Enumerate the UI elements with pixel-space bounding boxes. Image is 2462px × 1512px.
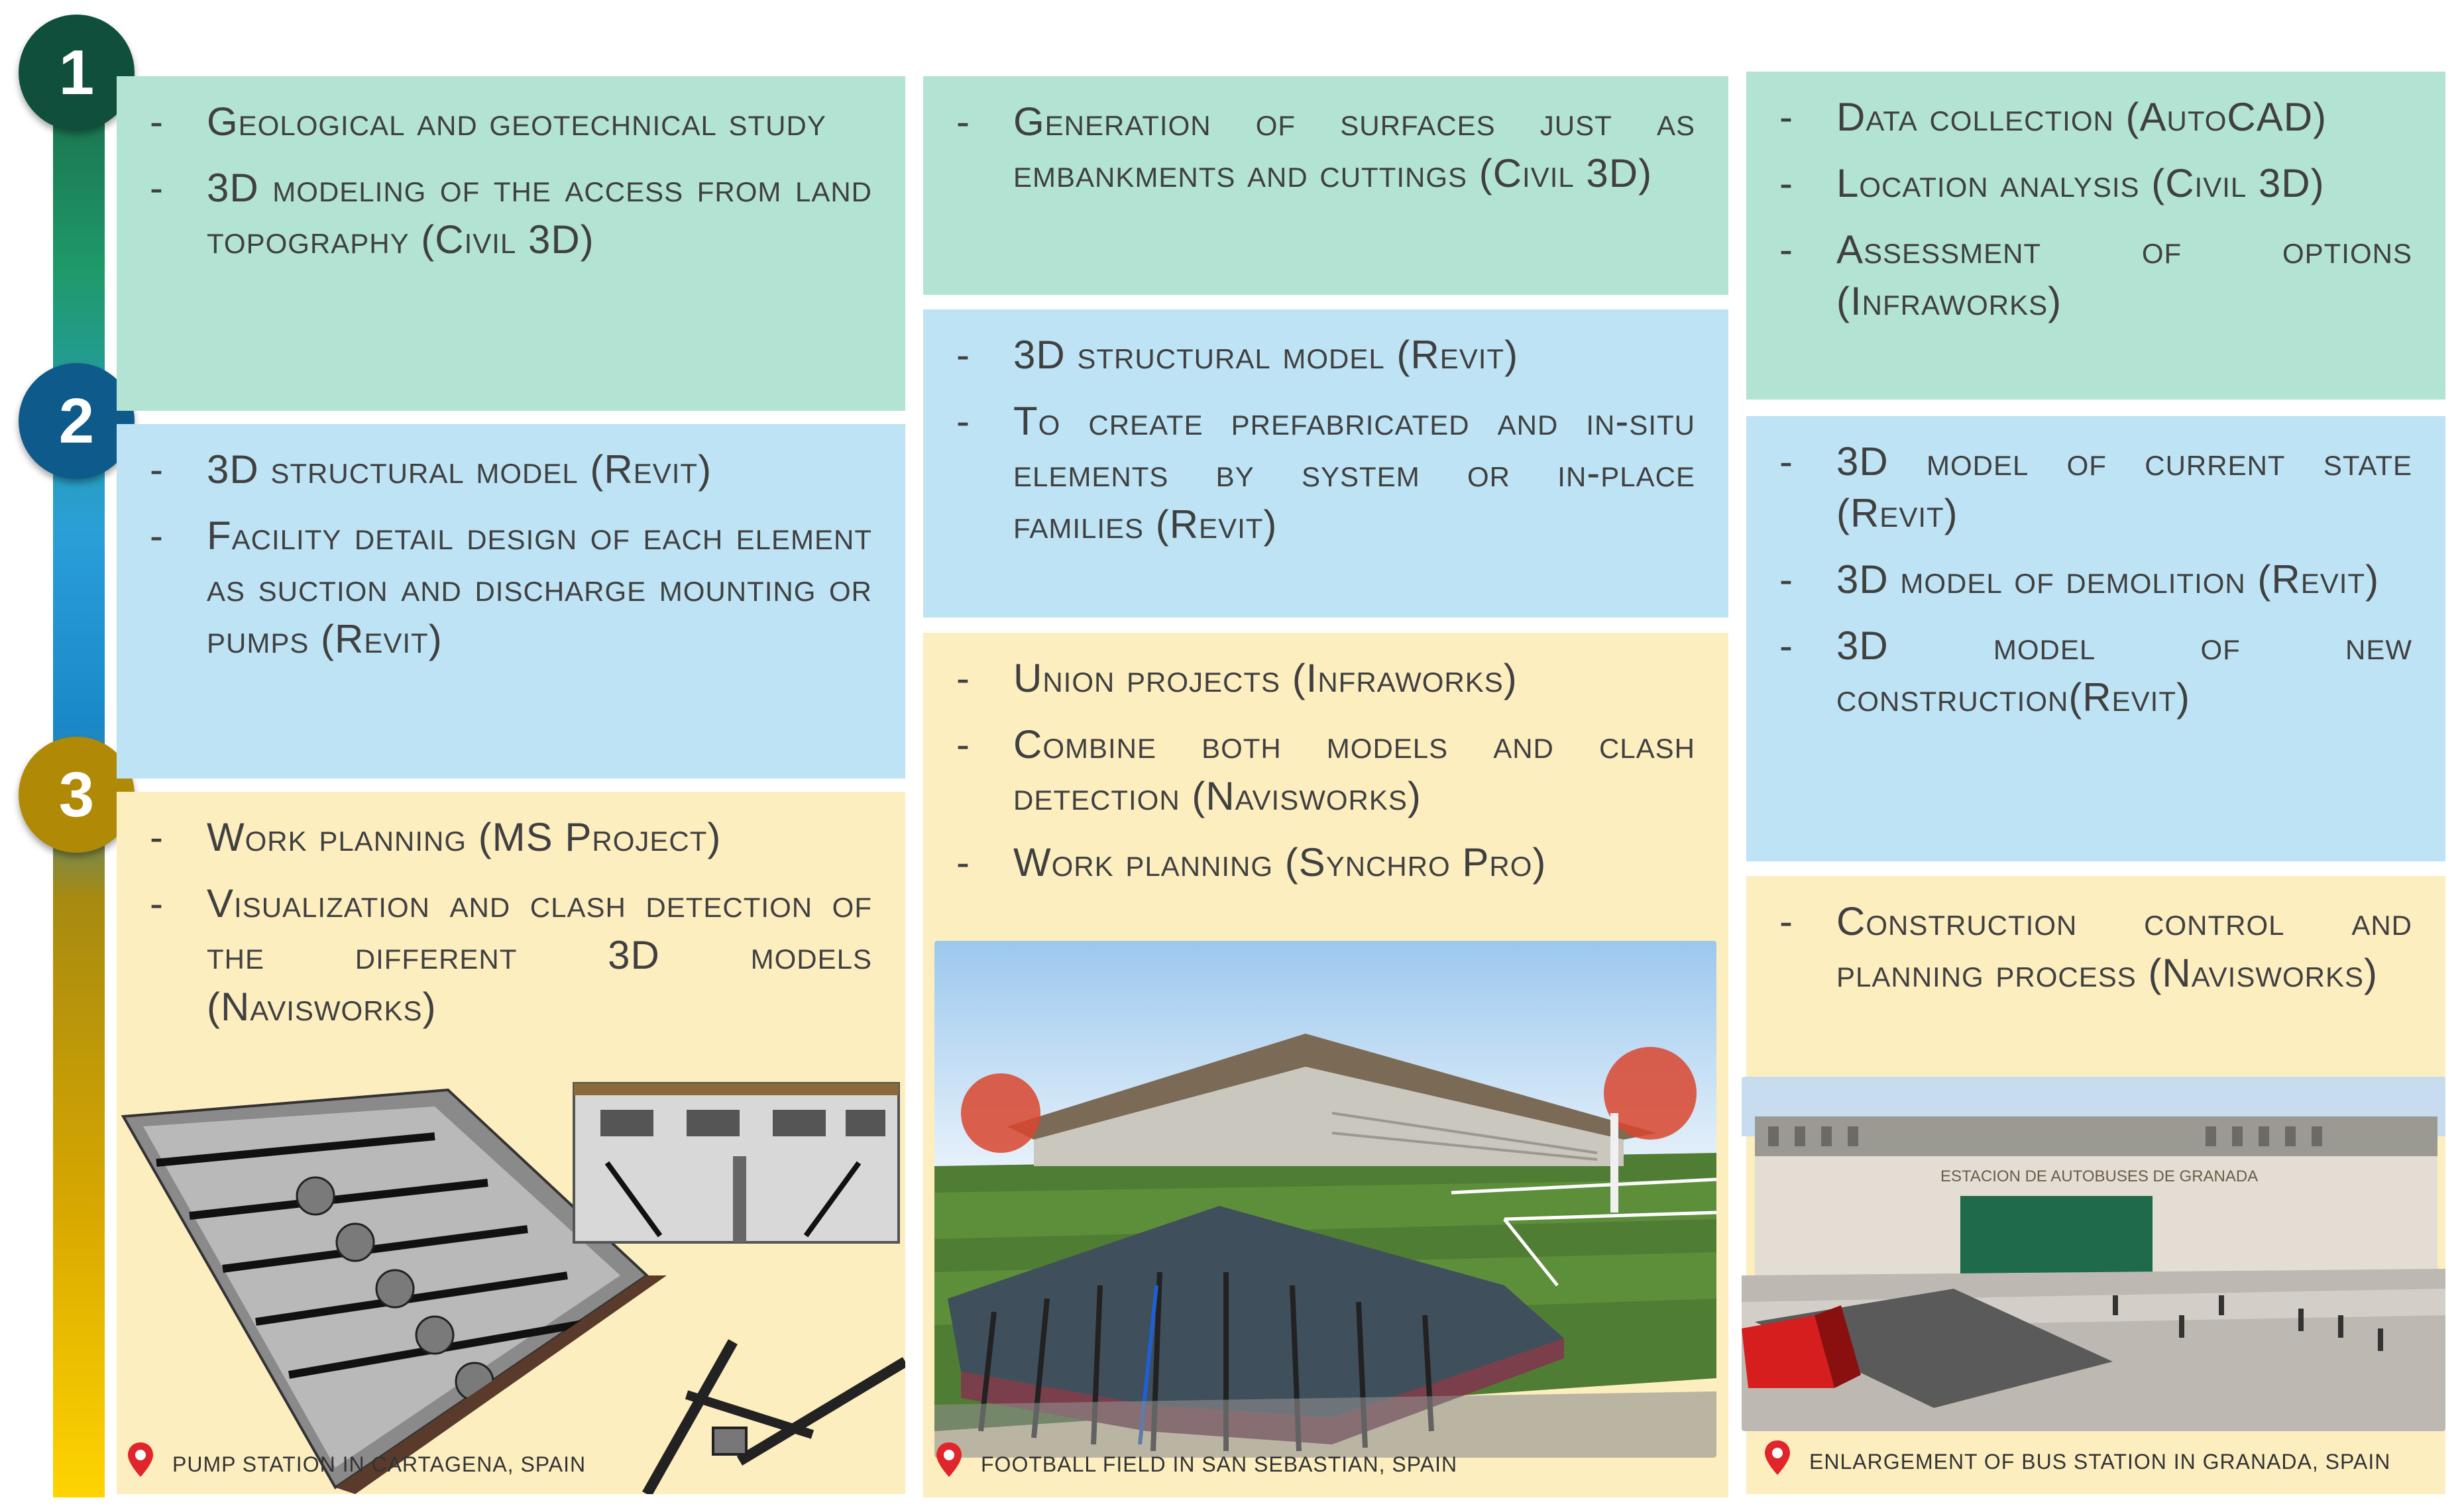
col1-stage1-panel: Geological and geotechnical study 3D mod… xyxy=(117,76,905,411)
pump-station-image xyxy=(121,1082,905,1494)
col3-stage2-item: 3D model of current state (Revit) xyxy=(1746,436,2412,539)
col3-stage3-item: Construction control and planning proces… xyxy=(1746,896,2412,999)
col3-stage2-panel: 3D model of current state (Revit) 3D mod… xyxy=(1746,416,2445,861)
col3-stage1-item: Location analysis (Civil 3D) xyxy=(1746,158,2412,209)
col3-stage1-panel: Data collection (AutoCAD) Location analy… xyxy=(1746,72,2445,400)
col3-stage1-item: Data collection (AutoCAD) xyxy=(1746,91,2412,143)
col2-stage2-item: To create prefabricated and in-situ elem… xyxy=(923,396,1695,551)
col2-stage2-item: 3D structural model (Revit) xyxy=(923,329,1695,381)
col1-stage1-item: 3D modeling of the access from land topo… xyxy=(117,162,872,266)
col2-stage3-item: Union projects (Infraworks) xyxy=(923,653,1695,704)
bus-station-image: ESTACION DE AUTOBUSES DE GRANADA xyxy=(1742,1077,2445,1431)
col3-caption: ENLARGEMENT OF BUS STATION IN GRANADA, S… xyxy=(1809,1450,2391,1474)
football-field-image xyxy=(934,941,1716,1458)
col1-stage1-item: Geological and geotechnical study xyxy=(117,96,872,148)
col1-stage3-item: Visualization and clash detection of the… xyxy=(117,878,872,1033)
col2-stage1-panel: Generation of surfaces just as embankmen… xyxy=(923,76,1728,295)
col1-stage2-item: Facility detail design of each element a… xyxy=(117,510,872,665)
stage-1-badge: 1 xyxy=(19,15,135,131)
stage-2-badge: 2 xyxy=(19,363,135,479)
col3-stage2-item: 3D model of new construction(Revit) xyxy=(1746,620,2412,724)
location-pin-icon xyxy=(936,1442,962,1477)
col3-stage1-item: Assessment of options (Infraworks) xyxy=(1746,224,2412,327)
col2-stage3-item: Combine both models and clash detection … xyxy=(923,719,1695,822)
col1-stage2-panel: 3D structural model (Revit) Facility det… xyxy=(117,424,905,779)
col1-stage3-item: Work planning (MS Project) xyxy=(117,812,872,863)
col1-stage2-item: 3D structural model (Revit) xyxy=(117,444,872,496)
location-pin-icon xyxy=(128,1442,153,1477)
stage-3-badge: 3 xyxy=(19,737,135,853)
col2-stage1-item: Generation of surfaces just as embankmen… xyxy=(923,96,1695,199)
col3-stage2-item: 3D model of demolition (Revit) xyxy=(1746,554,2412,606)
location-pin-icon xyxy=(1765,1440,1790,1475)
col2-caption: FOOTBALL FIELD IN SAN SEBASTIAN, SPAIN xyxy=(981,1452,1458,1476)
col2-stage2-panel: 3D structural model (Revit) To create pr… xyxy=(923,309,1728,618)
bus-station-sign: ESTACION DE AUTOBUSES DE GRANADA xyxy=(1940,1167,2258,1185)
col2-stage3-item: Work planning (Synchro Pro) xyxy=(923,837,1695,889)
col1-caption: PUMP STATION IN CARTAGENA, SPAIN xyxy=(172,1452,587,1476)
